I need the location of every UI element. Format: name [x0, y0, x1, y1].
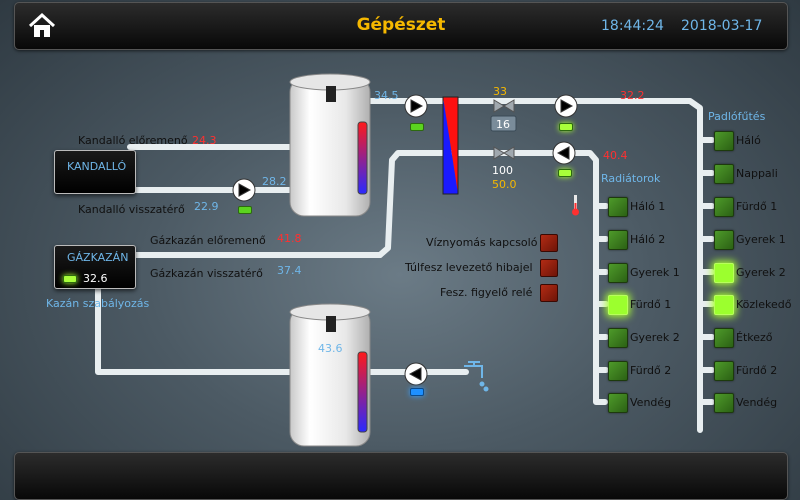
- boiler-return-label: Gázkazán visszatérő: [150, 267, 263, 280]
- floor-room-label: Háló: [736, 134, 761, 147]
- water-tap-icon: [464, 361, 489, 392]
- alarm-label: Fesz. figyelő relé: [440, 286, 533, 299]
- floor-heating-toggle[interactable]: [714, 328, 734, 348]
- bottom-bar: [14, 452, 788, 500]
- alarm-indicator: [540, 284, 558, 302]
- fireplace-flow-label: Kandalló előremenő: [78, 134, 188, 147]
- gas-boiler-temp: 32.6: [83, 272, 108, 285]
- alarm-indicator: [540, 259, 558, 277]
- radiator-room-label: Gyerek 1: [630, 266, 680, 279]
- floor-heating-toggle[interactable]: [714, 230, 734, 250]
- radiator-room-label: Fürdő 2: [630, 364, 672, 377]
- radiator-toggle[interactable]: [608, 361, 628, 381]
- radiators-title: Radiátorok: [601, 172, 661, 185]
- floor-room-label: Fürdő 2: [736, 364, 778, 377]
- floor-heating-toggle[interactable]: [714, 361, 734, 381]
- pump-indicator: [559, 123, 573, 131]
- floor-room-label: Gyerek 1: [736, 233, 786, 246]
- floor-mixer-setting[interactable]: 16: [496, 118, 510, 131]
- clock: 18:44:24: [601, 18, 664, 34]
- fireplace-label: KANDALLÓ: [67, 160, 127, 173]
- tank-bottom-temp: 43.6: [318, 342, 343, 355]
- boiler-control-link[interactable]: Kazán szabályozás: [46, 297, 150, 310]
- radiator-toggle[interactable]: [608, 263, 628, 283]
- alarm-label: Túlfesz levezető hibajel: [405, 261, 533, 274]
- radiator-toggle[interactable]: [608, 197, 628, 217]
- top-bar: Gépészet 18:44:24 2018-03-17: [14, 2, 788, 50]
- floor-heating-toggle[interactable]: [714, 393, 734, 413]
- fireplace-flow-value: 24.3: [192, 134, 217, 147]
- radiator-mixer-setting[interactable]: 100: [492, 164, 513, 177]
- radiator-room-label: Gyerek 2: [630, 331, 680, 344]
- thermometer-icon: [572, 195, 579, 216]
- pump-indicator: [558, 169, 572, 177]
- alarm-indicator: [540, 234, 558, 252]
- fireplace-box[interactable]: KANDALLÓ: [54, 150, 136, 194]
- floor-room-label: Közlekedő: [736, 298, 792, 311]
- home-icon[interactable]: [27, 11, 57, 41]
- radiator-toggle[interactable]: [608, 230, 628, 250]
- floor-heating-toggle[interactable]: [714, 164, 734, 184]
- radiator-room-label: Háló 2: [630, 233, 666, 246]
- storage-tank-top: [289, 73, 371, 217]
- radiator-toggle[interactable]: [608, 393, 628, 413]
- floor-room-label: Vendég: [736, 396, 778, 409]
- fireplace-pump-temp: 28.2: [262, 175, 287, 188]
- fireplace-return-value: 22.9: [194, 200, 219, 213]
- gas-boiler-status-led: [63, 275, 77, 283]
- tank-top-temp: 34.5: [374, 89, 399, 102]
- radiator-mixer-value: 50.0: [492, 178, 517, 191]
- gas-boiler-box[interactable]: GÁZKAZÁN 32.6: [54, 245, 136, 289]
- floor-heating-toggle[interactable]: [714, 295, 734, 315]
- floor-heating-toggle[interactable]: [714, 197, 734, 217]
- date: 2018-03-17: [681, 18, 763, 34]
- floor-room-label: Gyerek 2: [736, 266, 786, 279]
- floor-output-temp: 32.2: [620, 89, 645, 102]
- alarm-label: Víznyomás kapcsoló: [426, 236, 538, 249]
- boiler-return-value: 37.4: [277, 264, 302, 277]
- fireplace-return-label: Kandalló visszatérő: [78, 203, 185, 216]
- floor-room-label: Étkező: [736, 331, 773, 344]
- boiler-flow-label: Gázkazán előremenő: [150, 234, 266, 247]
- boiler-flow-value: 41.8: [277, 232, 302, 245]
- page-title: Gépészet: [356, 15, 446, 35]
- floor-heating-title: Padlófűtés: [708, 110, 766, 123]
- floor-room-label: Fürdő 1: [736, 200, 778, 213]
- radiator-toggle[interactable]: [608, 295, 628, 315]
- pump-indicator: [410, 123, 424, 131]
- pump-indicator: [238, 206, 252, 214]
- gas-boiler-label: GÁZKAZÁN: [67, 251, 129, 264]
- heat-exchanger: [442, 96, 459, 195]
- floor-room-label: Nappali: [736, 167, 778, 180]
- floor-mixer-value: 33: [493, 85, 507, 98]
- radiator-toggle[interactable]: [608, 328, 628, 348]
- radiator-room-label: Háló 1: [630, 200, 666, 213]
- radiator-output-temp: 40.4: [603, 149, 628, 162]
- pump-indicator: [410, 388, 424, 396]
- storage-tank-bottom: [289, 303, 371, 447]
- radiator-room-label: Vendég: [630, 396, 672, 409]
- floor-heating-toggle[interactable]: [714, 263, 734, 283]
- floor-heating-toggle[interactable]: [714, 131, 734, 151]
- radiator-room-label: Fürdő 1: [630, 298, 672, 311]
